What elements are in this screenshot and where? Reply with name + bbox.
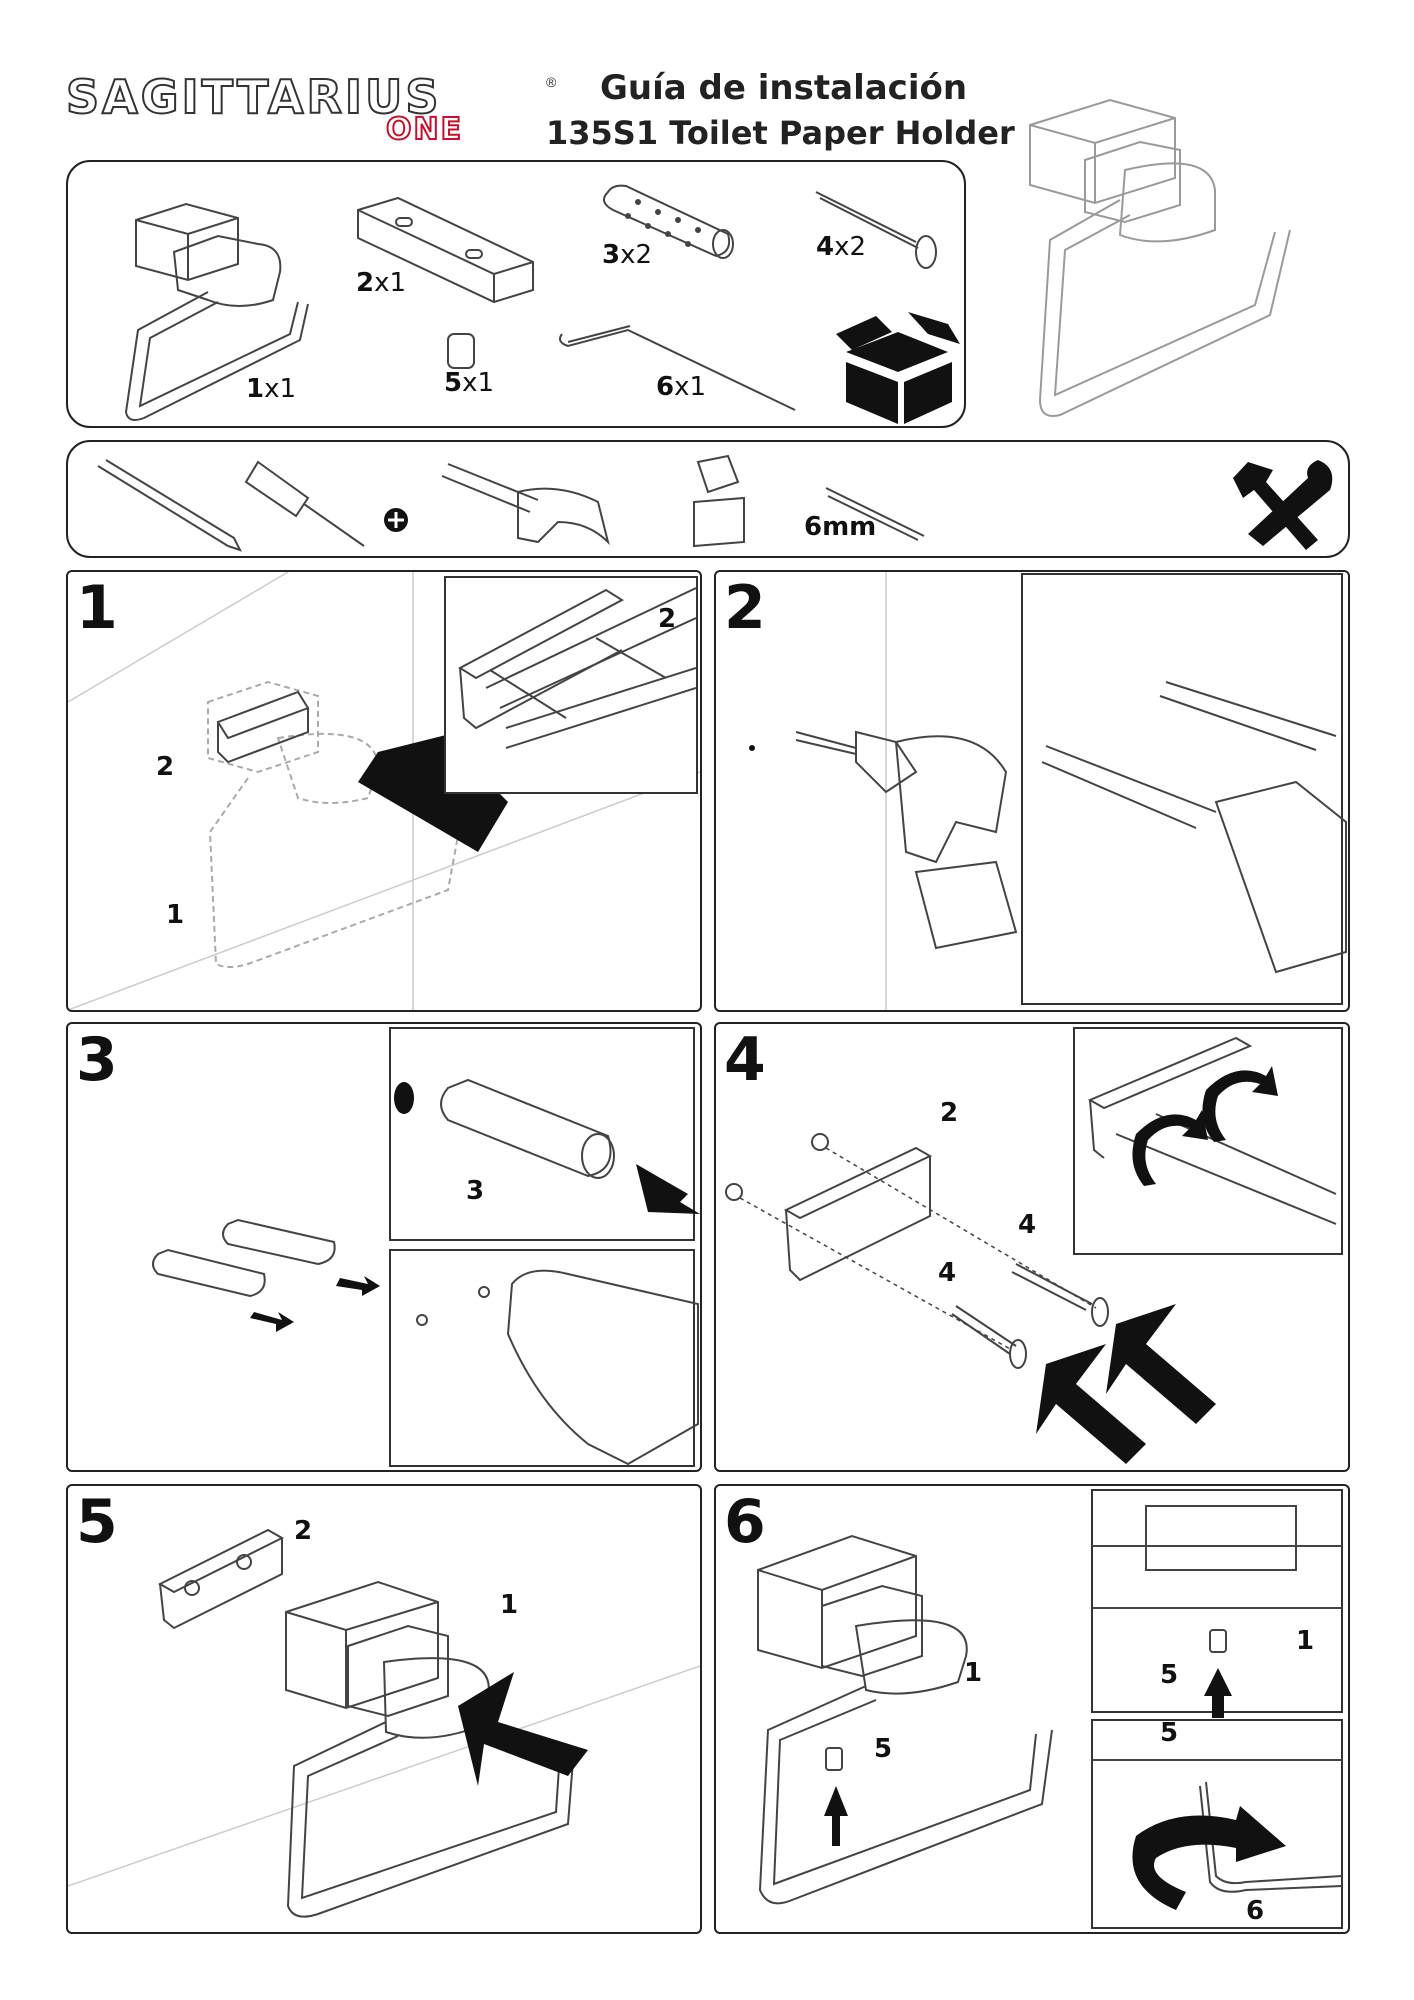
callout-1: 1 xyxy=(166,900,185,930)
inset-callout-5: 5 xyxy=(1160,1660,1179,1690)
tools-drawing xyxy=(97,454,1333,552)
tools-icon xyxy=(1233,460,1333,550)
callout-4b: 4 xyxy=(938,1258,957,1288)
part-4-label: 4x2 xyxy=(816,232,867,262)
part-2-label: 2x1 xyxy=(356,268,407,298)
step-4-panel: 4 2 4 4 xyxy=(714,1022,1350,1472)
callout-2: 2 xyxy=(294,1516,313,1546)
inset-callout-1: 1 xyxy=(1296,1626,1315,1656)
step-4-inset xyxy=(1073,1027,1343,1255)
drill-bit-size: 6mm xyxy=(804,512,877,542)
arrow-up-icon xyxy=(824,1786,848,1846)
callout-1: 1 xyxy=(500,1590,519,1620)
step-number: 2 xyxy=(724,573,766,643)
rotate-icon xyxy=(1132,1110,1208,1186)
parts-box: 1x1 2x1 3x2 4x2 5x1 6x1 xyxy=(66,160,966,428)
part-6-label: 6x1 xyxy=(656,372,707,402)
step-number: 1 xyxy=(76,573,118,643)
inset-callout-2: 2 xyxy=(658,604,677,634)
step-3-inset-bottom xyxy=(389,1249,695,1467)
part-1-label: 1x1 xyxy=(246,374,297,404)
parts-drawing xyxy=(124,184,960,424)
callout-1: 1 xyxy=(964,1658,983,1688)
step-number: 6 xyxy=(724,1487,766,1557)
arrow-up-icon xyxy=(1204,1668,1232,1718)
rotate-icon xyxy=(1202,1066,1278,1142)
step-number: 4 xyxy=(724,1025,766,1095)
step-5-panel: 5 2 1 xyxy=(66,1484,702,1934)
arrow-icon xyxy=(1106,1304,1216,1424)
callout-5: 5 xyxy=(874,1734,893,1764)
inset-callout-6: 6 xyxy=(1246,1896,1265,1926)
step-6-inset-bottom xyxy=(1091,1719,1343,1929)
brand-sub: ONE xyxy=(385,111,464,148)
package-icon xyxy=(836,312,960,424)
arrow-icon xyxy=(250,1312,294,1332)
step-2-inset xyxy=(1021,573,1343,1005)
step-1-panel: 1 2 1 2 xyxy=(66,570,702,1012)
arrow-icon xyxy=(336,1276,380,1296)
inset-callout-5b: 5 xyxy=(1160,1718,1179,1748)
callout-3: 3 xyxy=(466,1176,485,1206)
brand-registered: ® xyxy=(546,74,557,90)
arrow-icon xyxy=(636,1164,700,1214)
arrow-icon xyxy=(1036,1344,1146,1464)
step-number: 3 xyxy=(76,1025,118,1095)
step-6-panel: 6 1 5 1 5 5 6 xyxy=(714,1484,1350,1934)
step-3-panel: 3 3 xyxy=(66,1022,702,1472)
brand-logo: SAGITTARIUS ® ONE xyxy=(65,69,566,150)
tools-box: 6mm xyxy=(66,440,1350,558)
arrow-icon xyxy=(458,1672,588,1786)
page-subtitle: 135S1 Toilet Paper Holder xyxy=(546,114,1015,152)
step-1-inset: 2 xyxy=(444,576,698,794)
rotate-icon xyxy=(1132,1806,1286,1910)
step-number: 5 xyxy=(76,1487,118,1557)
step-3-inset-top xyxy=(389,1027,695,1241)
brand-name: SAGITTARIUS xyxy=(65,69,442,125)
page-title: Guía de instalación xyxy=(600,68,968,108)
part-5-label: 5x1 xyxy=(444,368,495,398)
callout-4a: 4 xyxy=(1018,1210,1037,1240)
callout-2: 2 xyxy=(940,1098,959,1128)
callout-2: 2 xyxy=(156,752,175,782)
step-2-panel: 2 xyxy=(714,570,1350,1012)
part-3-label: 3x2 xyxy=(602,240,653,270)
